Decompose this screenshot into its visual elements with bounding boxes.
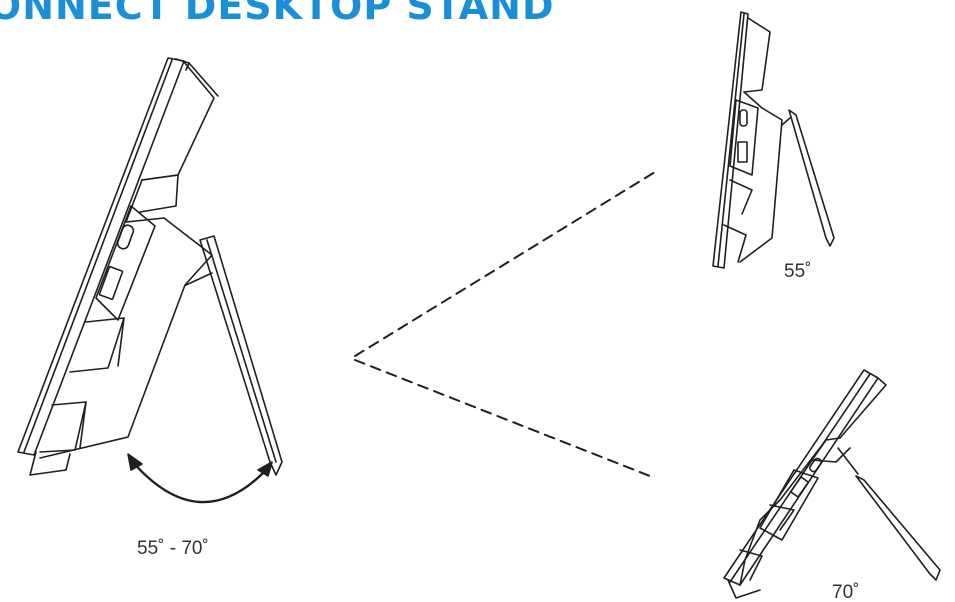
- usb-c-port-icon: [739, 109, 748, 127]
- angle-arc: [127, 453, 273, 504]
- arrow-left-icon: [127, 453, 143, 471]
- monitor-55-panel: [712, 11, 749, 269]
- port-panel: [95, 205, 156, 321]
- monitor-55: [712, 11, 835, 269]
- usb-a-port-icon: [737, 141, 748, 163]
- monitor-main: [17, 57, 283, 476]
- usb-a-port-icon: [789, 476, 810, 498]
- dashed-connectors: [354, 171, 656, 479]
- desktop-stand-55: [788, 109, 835, 247]
- usb-c-port-icon: [808, 457, 823, 473]
- desktop-stand-70: [855, 475, 941, 581]
- desktop-stand: [199, 235, 283, 476]
- angle-55-label: 55˚: [784, 261, 811, 282]
- page-title: CONNECT DESKTOP STAND: [0, 0, 555, 28]
- monitor-70: [723, 369, 941, 599]
- arrow-right-icon: [257, 461, 273, 477]
- usb-a-port-icon: [98, 265, 124, 301]
- angle-70-label: 70˚: [832, 582, 859, 602]
- monitor-main-panel: [17, 57, 185, 456]
- angle-range-label: 55˚ - 70˚: [137, 538, 209, 559]
